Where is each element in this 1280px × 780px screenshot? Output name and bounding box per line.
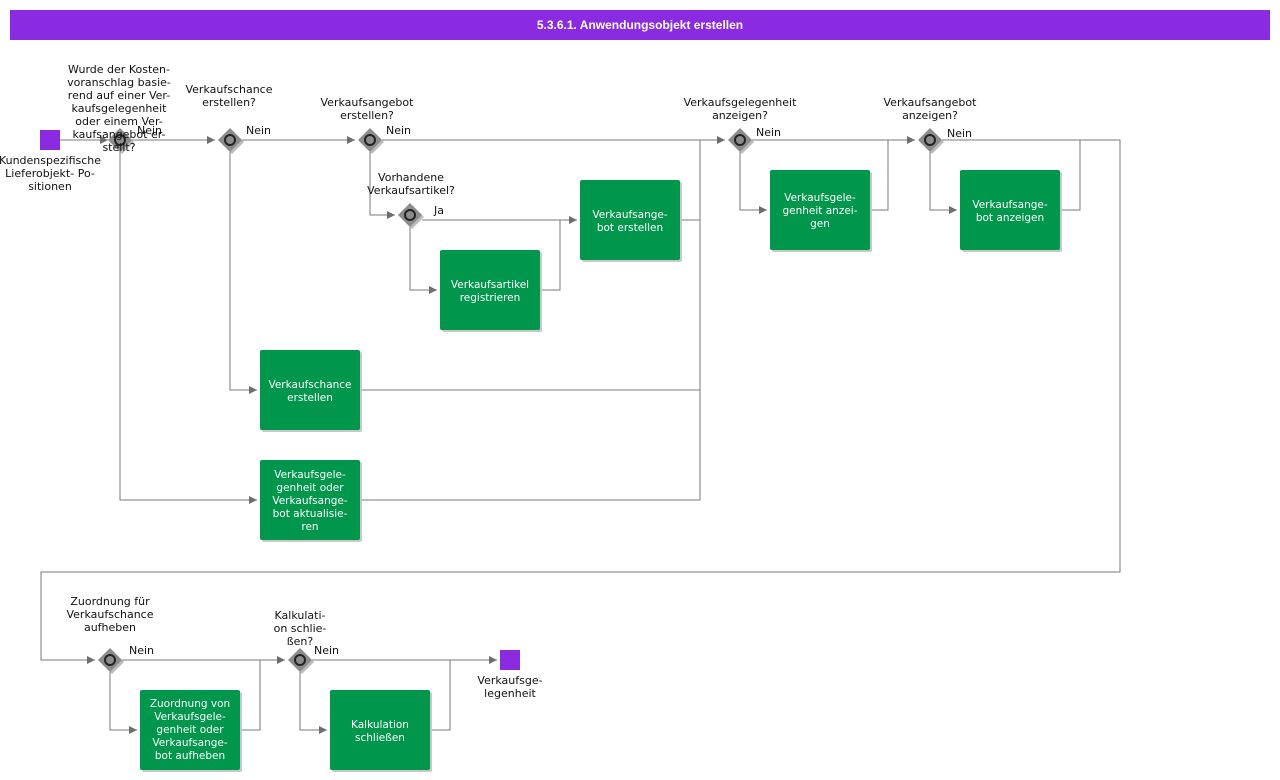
task-label-line: registrieren [460, 292, 521, 304]
gateway-question-line: kaufsgelegenheit [72, 102, 168, 115]
gateway-branch-label: Nein [129, 644, 154, 657]
task-label-line: gen [810, 218, 830, 230]
task-label-line: Verkaufsartikel [451, 279, 529, 291]
task-label-line: Zuordnung von [150, 698, 230, 710]
task-label-line: Verkaufsgele- [154, 711, 226, 723]
gateway-kalkulation-schliessen[interactable]: Kalkulati-on schlie-ßen? Nein [274, 609, 339, 674]
gateway-question-line: anzeigen? [902, 109, 958, 122]
task-label-line: Verkaufsgele- [784, 192, 856, 204]
gateway-branch-label: Nein [246, 124, 271, 137]
task-label-line: bot aufheben [155, 750, 225, 762]
gateway-question-line: aufheben [84, 621, 136, 634]
gateway-question-line: Kalkulati- [275, 609, 326, 622]
gateway-question-line: Wurde der Kosten- [68, 63, 170, 76]
task-label-line: erstellen [287, 392, 333, 404]
task-label-line: Kalkulation [351, 719, 409, 731]
sequence-flows [40, 136, 1121, 734]
task-label-line: Verkaufsange- [272, 495, 348, 507]
gateway-branch-label: Nein [386, 124, 411, 137]
gateway-branch-label: Nein [137, 124, 162, 137]
svg-text:Kalkulati-on schlie-ßen?: Kalkulati-on schlie-ßen? [274, 609, 327, 648]
gateway-branch-label: Nein [756, 126, 781, 139]
task-label-line: Verkaufsange- [152, 737, 228, 749]
end-event-label-line: Verkaufsge- [477, 674, 542, 687]
svg-text:Verkaufsange-bot erstellen: Verkaufsange-bot erstellen [592, 209, 668, 234]
gateway-question-line: Verkaufsangebot [884, 96, 978, 109]
gateway-question-line: anzeigen? [712, 109, 768, 122]
gateway-question-line: Verkaufschance [66, 608, 153, 621]
gateway-kostenvoranschlag[interactable]: Wurde der Kosten-voranschlag basie-rend … [67, 63, 171, 154]
gateway-branch-label: Ja [433, 204, 444, 217]
gateway-question-line: Verkaufsgelegenheit [684, 96, 798, 109]
task-label-line: Verkaufsange- [972, 199, 1048, 211]
task-label-line: genheit anzei- [782, 205, 857, 217]
gateway-question-line: Zuordnung für [70, 595, 150, 608]
task-label-line: Verkaufsgele- [274, 469, 346, 481]
gateway-question-line: Verkaufschance [185, 83, 272, 96]
svg-text:Verkaufsgele-genheit anzei-ge: Verkaufsgele-genheit anzei-gen [782, 192, 857, 230]
gateway-question-line: kaufsangebot er- [72, 128, 165, 141]
start-event-label-line: sitionen [28, 180, 72, 193]
gateway-question-line: oder einem Ver- [75, 115, 163, 128]
task-verkaufsangebot-erstellen[interactable]: Verkaufsange-bot erstellen [580, 180, 682, 262]
gateway-question-line: on schlie- [274, 622, 327, 635]
gateway-question-line: Verkaufsangebot [321, 96, 415, 109]
gateway-question-line: rend auf einer Ver- [68, 89, 170, 102]
gateway-branch-label: Nein [947, 127, 972, 140]
task-label-line: bot aktualisie- [273, 508, 348, 520]
gateway-question-line: ßen? [287, 635, 314, 648]
gateway-question-line: Verkaufsartikel? [367, 184, 455, 197]
task-label-line: schließen [355, 732, 405, 744]
task-label-line: Verkaufsange- [592, 209, 668, 221]
gateway-branch-label: Nein [314, 644, 339, 657]
gateway-question-line: erstellen? [340, 109, 394, 122]
svg-text:Verkaufsge-legenheit: Verkaufsge-legenheit [477, 674, 542, 700]
gateway-question-line: Vorhandene [378, 171, 444, 184]
end-event[interactable]: Verkaufsge-legenheit [477, 650, 543, 700]
svg-text:Wurde der Kosten-voranschlag b: Wurde der Kosten-voranschlag basie-rend … [67, 63, 171, 154]
diagram-title: 5.3.6.1. Anwendungsobjekt erstellen [10, 10, 1270, 40]
gateway-question-line: erstellen? [202, 96, 256, 109]
task-label-line: ren [301, 521, 318, 533]
task-label-line: bot erstellen [597, 222, 663, 234]
task-verkaufsgelegenheit-anzeigen[interactable]: Verkaufsgele-genheit anzei-gen [770, 170, 872, 252]
end-event-label-line: legenheit [484, 687, 536, 700]
task-label-line: genheit oder [276, 482, 344, 494]
task-label-line: Verkaufschance [268, 379, 351, 391]
task-label-line: genheit oder [156, 724, 224, 736]
task-label-line: bot anzeigen [976, 212, 1044, 224]
gateway-question-line: voranschlag basie- [67, 76, 171, 89]
task-verkaufsangebot-anzeigen[interactable]: Verkaufsange-bot anzeigen [960, 170, 1062, 252]
gateway-question-line: stellt? [102, 141, 135, 154]
start-event-label-line: Kundenspezifische [0, 154, 101, 167]
svg-text:Verkaufsange-bot anzeigen: Verkaufsange-bot anzeigen [972, 199, 1048, 224]
start-event-label-line: Lieferobjekt- Po- [5, 167, 95, 180]
